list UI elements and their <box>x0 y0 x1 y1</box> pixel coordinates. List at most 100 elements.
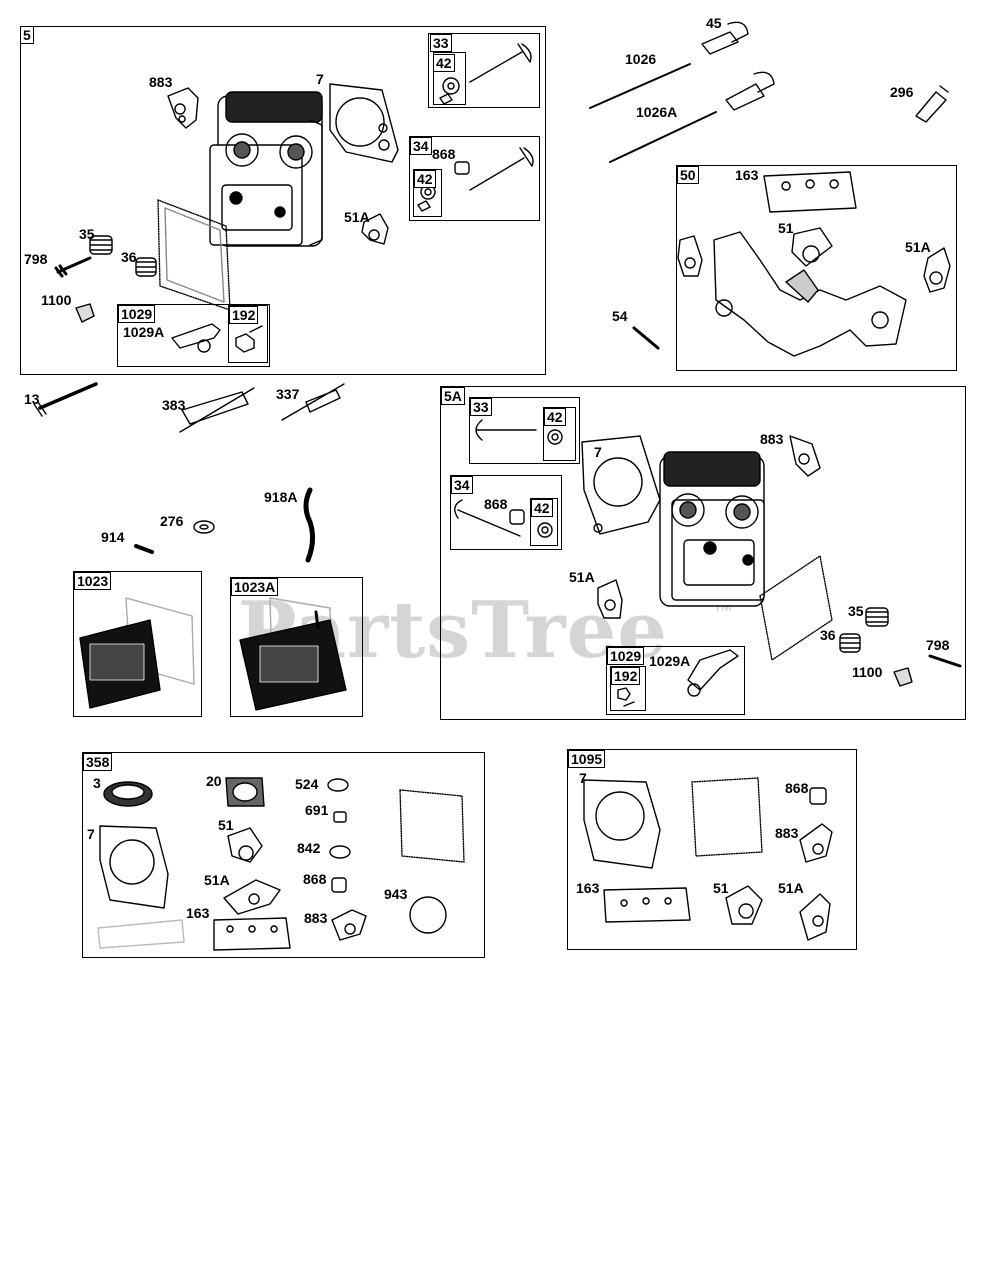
group-1029-frame <box>117 304 270 367</box>
label-524: 524 <box>295 776 319 792</box>
group-1023A-frame <box>230 577 363 717</box>
tag-34-5A: 34 <box>451 476 473 494</box>
tag-358: 358 <box>83 753 113 771</box>
label-276: 276 <box>160 513 184 529</box>
gasket-51A-b <box>923 247 951 293</box>
valve-34-5A <box>454 499 521 537</box>
valve-33-5A <box>475 419 537 441</box>
group-358-frame <box>82 752 485 958</box>
group-33-frame <box>428 33 540 108</box>
guide-868-d <box>809 787 827 805</box>
cylinder-head-5 <box>209 91 323 247</box>
gasket-358-bottom <box>97 919 185 949</box>
label-1026: 1026 <box>625 51 657 67</box>
washer-524 <box>327 778 349 792</box>
tag-1029-5A: 1029 <box>607 647 645 665</box>
label-296: 296 <box>890 84 914 100</box>
gasket-51A-d <box>223 879 281 915</box>
spark-plug-337 <box>281 383 345 421</box>
gasket-51A-a <box>361 213 389 245</box>
nut-192-b <box>617 687 635 707</box>
head-gasket-7-a <box>329 83 399 163</box>
label-7: 7 <box>594 444 602 460</box>
label-383: 383 <box>162 397 186 413</box>
gasket-883-b <box>789 435 821 477</box>
label-1029A: 1029A <box>649 653 691 669</box>
gasket-left-50 <box>677 235 703 277</box>
tag-42-b: 42 <box>414 170 436 188</box>
tag-1023: 1023 <box>74 572 112 590</box>
group-192-5A-frame <box>610 666 646 711</box>
tag-1023A: 1023A <box>231 578 279 596</box>
group-34-5A-frame <box>450 475 562 550</box>
valve-cover-1023 <box>79 597 195 709</box>
valve-lifter-45 <box>701 21 749 55</box>
label-51A: 51A <box>344 209 370 225</box>
valve-spring-36-a <box>135 257 157 277</box>
label-13: 13 <box>24 391 40 407</box>
clip-1100-a <box>75 303 95 323</box>
washer-842 <box>329 845 351 859</box>
label-868: 868 <box>303 871 327 887</box>
group-1029-5A-frame <box>606 646 745 715</box>
label-51: 51 <box>713 880 729 896</box>
gasket-883-d <box>799 823 833 863</box>
label-7: 7 <box>87 826 95 842</box>
label-1100: 1100 <box>852 664 883 680</box>
label-45: 45 <box>706 15 722 31</box>
label-35: 35 <box>79 226 95 242</box>
group-5A-frame <box>440 386 966 720</box>
tag-1095: 1095 <box>568 750 606 768</box>
group-50-frame <box>676 165 957 371</box>
group-1095-frame <box>567 749 857 950</box>
rocker-arm-1029A-a <box>171 323 221 353</box>
tag-192: 192 <box>229 306 259 324</box>
nut-192-a <box>235 325 263 353</box>
tag-34: 34 <box>410 137 432 155</box>
group-34-frame <box>409 136 540 221</box>
cylinder-head-5A <box>659 451 765 607</box>
guide-868-c <box>331 877 347 893</box>
seal-42-d <box>537 522 553 538</box>
bolt-914 <box>134 544 154 554</box>
gasket-883-c <box>331 909 367 941</box>
label-54: 54 <box>612 308 628 324</box>
clip-1100-b <box>893 667 913 687</box>
label-1100: 1100 <box>41 292 72 308</box>
label-36: 36 <box>121 249 137 265</box>
cover-gasket-5A <box>759 555 833 661</box>
group-192-frame <box>228 305 268 363</box>
gasket-51-b <box>227 827 263 863</box>
label-691: 691 <box>305 802 329 818</box>
head-gasket-7-d <box>583 779 661 869</box>
label-868: 868 <box>432 146 456 162</box>
gasket-51A-c <box>597 579 623 619</box>
label-1029A: 1029A <box>123 324 165 340</box>
label-7: 7 <box>579 770 587 786</box>
valve-34-a <box>469 147 534 191</box>
label-883: 883 <box>304 910 328 926</box>
seal-42-c <box>547 429 563 445</box>
o-ring-943 <box>409 896 447 934</box>
tag-192-5A: 192 <box>611 667 641 685</box>
group-42b-frame <box>413 169 442 217</box>
rocker-arm-1029A-b <box>687 649 739 697</box>
hose-918A <box>303 487 316 563</box>
label-163: 163 <box>735 167 759 183</box>
valve-spring-36-b <box>839 633 861 653</box>
valve-33-a <box>469 43 532 83</box>
label-51: 51 <box>778 220 794 236</box>
tag-5: 5 <box>20 26 34 44</box>
bolt-798-b <box>928 654 962 668</box>
label-883: 883 <box>760 431 784 447</box>
label-35: 35 <box>848 603 864 619</box>
label-842: 842 <box>297 840 321 856</box>
label-51: 51 <box>218 817 234 833</box>
label-163: 163 <box>576 880 600 896</box>
label-51A: 51A <box>569 569 595 585</box>
head-gasket-7-c <box>99 825 169 909</box>
tag-42-c: 42 <box>544 408 566 426</box>
cover-gasket-1095 <box>691 777 763 857</box>
